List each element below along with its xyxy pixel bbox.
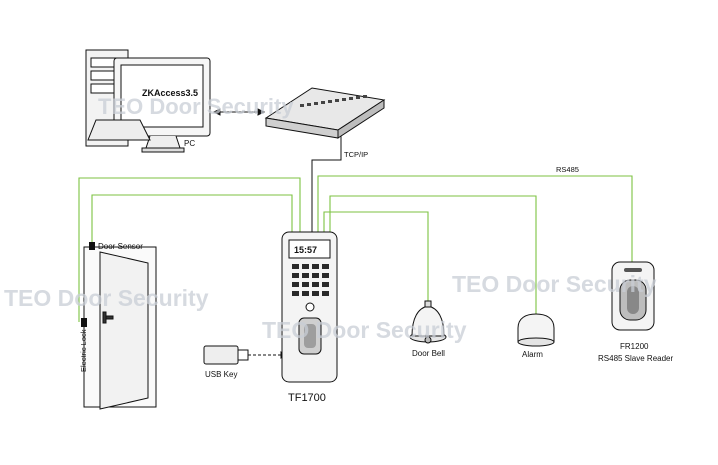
watermark-left: TEO Door Security bbox=[4, 285, 209, 311]
electric-lock-label: Electric Lock bbox=[79, 329, 88, 372]
alarm bbox=[517, 313, 555, 347]
door bbox=[83, 246, 157, 410]
rs485-wire bbox=[317, 175, 633, 262]
device-clock: 15:57 bbox=[294, 245, 317, 255]
tcpip-label: TCP/IP bbox=[344, 150, 368, 159]
electric-lock-icon bbox=[81, 318, 87, 327]
rs485-label: RS485 bbox=[556, 165, 579, 174]
pc bbox=[85, 49, 211, 153]
network-arrow bbox=[212, 108, 266, 116]
device-label: TF1700 bbox=[288, 392, 326, 404]
slave-reader-model-label: FR1200 bbox=[620, 342, 649, 351]
tf1700-device bbox=[281, 231, 338, 383]
door-sensor-label: Door Sensor bbox=[98, 242, 143, 251]
pc-label: PC bbox=[184, 139, 195, 148]
usb-key-label: USB Key bbox=[205, 370, 237, 379]
watermark-center: TEO Door Security bbox=[262, 317, 467, 343]
pc-screen bbox=[120, 64, 204, 128]
software-label: ZKAccess3.5 bbox=[142, 88, 198, 98]
door-bell-label: Door Bell bbox=[412, 349, 445, 358]
door-bell bbox=[409, 300, 447, 344]
slave-reader-desc-label: RS485 Slave Reader bbox=[598, 354, 673, 363]
alarm-wire bbox=[329, 195, 537, 314]
door-leaf bbox=[99, 251, 149, 410]
wiring bbox=[78, 175, 633, 322]
door-bell-wire bbox=[323, 211, 429, 302]
usb-key bbox=[203, 345, 287, 365]
door-sensor-wire bbox=[91, 194, 293, 243]
fr1200-reader bbox=[611, 261, 655, 331]
pc-keyboard bbox=[87, 119, 151, 141]
network-switch bbox=[264, 87, 386, 139]
watermark-right: TEO Door Security bbox=[452, 271, 657, 297]
tcpip-line bbox=[311, 130, 342, 232]
door-sensor-icon bbox=[89, 242, 95, 250]
watermark-top: TEO Door Security bbox=[98, 94, 294, 119]
alarm-label: Alarm bbox=[522, 350, 543, 359]
electric-lock-wire-outer bbox=[78, 177, 301, 322]
